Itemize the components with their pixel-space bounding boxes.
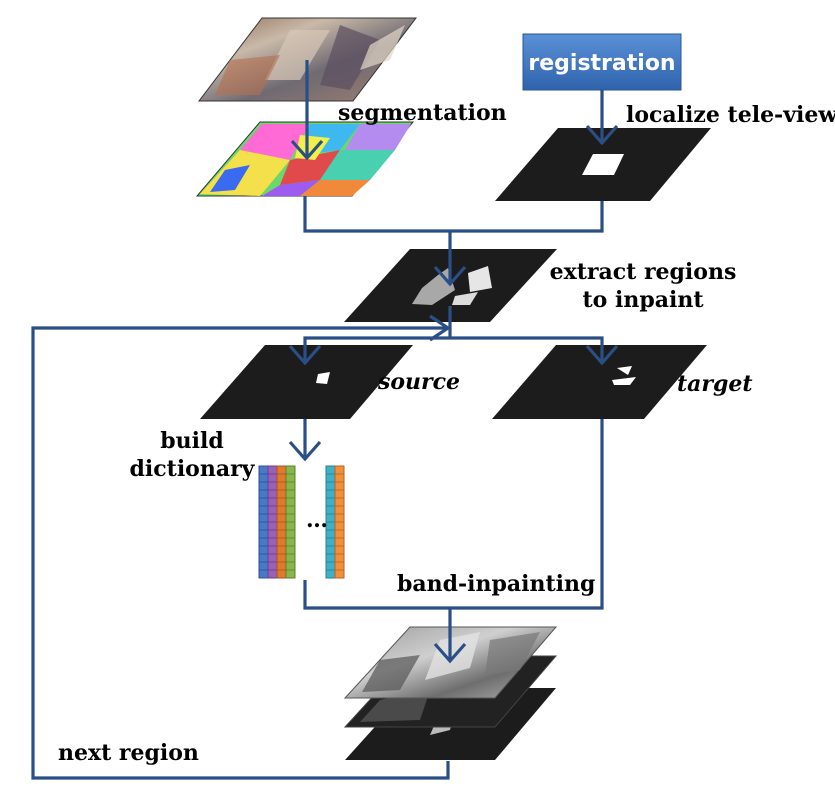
registration-box: registration: [522, 33, 682, 91]
chevron-down-icon: [290, 139, 324, 161]
source-label: source: [377, 369, 460, 395]
localize-plane: [495, 128, 711, 201]
chevron-down-icon: [433, 642, 467, 664]
extract-label-line2: to inpaint: [583, 287, 705, 313]
dictionary-matrix: [258, 465, 345, 579]
chevron-down-icon: [288, 440, 322, 462]
chevron-down-icon: [433, 265, 467, 287]
chevron-down-icon: [288, 344, 322, 366]
result-stack: [343, 626, 558, 760]
extract-label-line1: extract regions: [550, 259, 737, 285]
chevron-down-icon: [585, 124, 619, 146]
input-image-plane: [197, 17, 418, 102]
segmentation-label: segmentation: [338, 100, 507, 126]
build-label-line1: build: [160, 428, 223, 454]
ellipsis-label: …: [306, 507, 328, 533]
target-plane: [492, 345, 707, 419]
band-inpainting-label: band-inpainting: [397, 571, 595, 597]
build-label-line2: dictionary: [130, 456, 256, 482]
target-label: target: [677, 371, 753, 397]
arrowheads: [288, 124, 619, 664]
flow-lines: [31, 60, 604, 780]
registration-label: registration: [528, 51, 675, 76]
segmentation-plane: [195, 121, 415, 197]
next-region-label: next region: [58, 740, 199, 766]
chevron-right-icon: [429, 314, 451, 342]
localize-label: localize tele-view: [626, 102, 835, 128]
source-plane: [200, 345, 413, 419]
chevron-down-icon: [585, 344, 619, 366]
